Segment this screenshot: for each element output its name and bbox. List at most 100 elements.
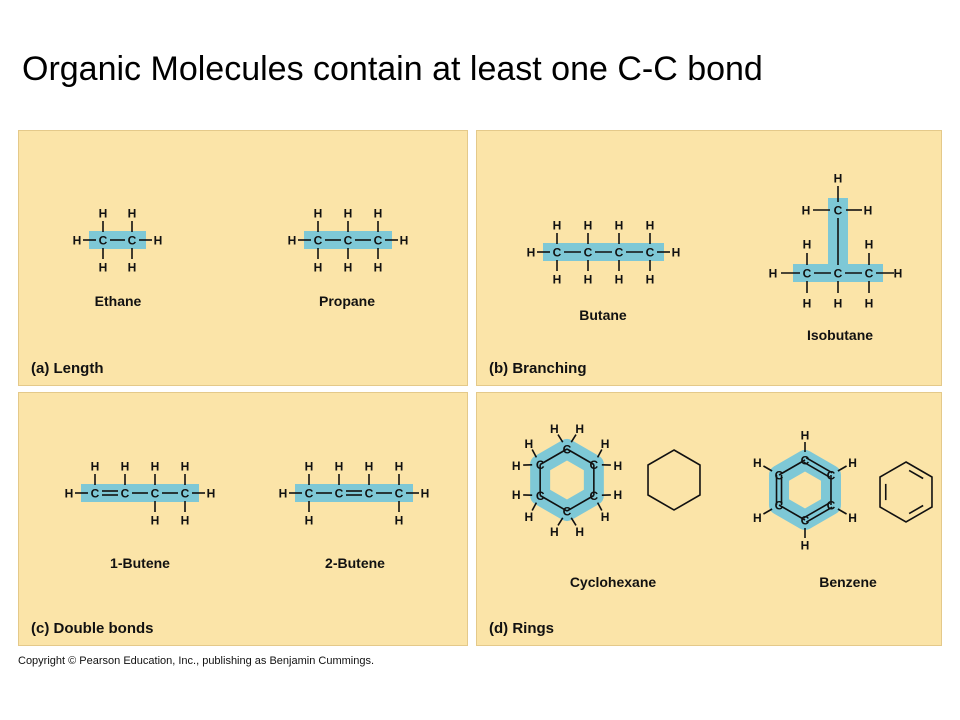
molecule-label-isobutane: Isobutane (807, 327, 873, 343)
panel-branching: (b) Branching (476, 130, 942, 386)
hydrogen-atom: H (151, 514, 160, 528)
hydrogen-atom: H (615, 273, 624, 287)
carbon-atom: C (865, 267, 874, 281)
bond-line (763, 508, 773, 515)
bond-line (837, 508, 847, 515)
ring-bond-line (566, 448, 595, 466)
copyright-credit: Copyright © Pearson Education, Inc., pub… (18, 655, 375, 667)
hydrogen-atom: H (365, 460, 374, 474)
carbon-atom: C (827, 499, 836, 513)
ring-highlight (769, 450, 841, 530)
hydrogen-atom: H (550, 525, 559, 539)
bond-line (557, 517, 564, 526)
bond-line (570, 517, 577, 526)
bond-line (531, 502, 538, 511)
hydrogen-atom: H (305, 460, 314, 474)
hydrogen-atom: H (207, 487, 216, 501)
double-bond-line (805, 457, 833, 474)
carbon-atom: C (395, 487, 404, 501)
carbon-atom: C (91, 487, 100, 501)
hydrogen-atom: H (181, 460, 190, 474)
panel-caption-rings: (d) Rings (489, 620, 554, 637)
molecule-label-benzene: Benzene (819, 574, 877, 590)
carbon-atom: C (374, 234, 383, 248)
hydrogen-atom: H (865, 238, 874, 252)
hydrogen-atom: H (553, 219, 562, 233)
hydrogen-atom: H (99, 207, 108, 221)
hydrogen-atom: H (848, 511, 857, 525)
hydrogen-atom: H (575, 422, 584, 436)
hydrogen-atom: H (584, 219, 593, 233)
hydrogen-atom: H (753, 456, 762, 470)
panel-double-bonds: (c) Double bonds (18, 392, 468, 646)
carbon-atom: C (834, 204, 843, 218)
hydrogen-atom: H (99, 261, 108, 275)
benzene-inner-bond-line (908, 504, 924, 515)
hydrogen-atom: H (865, 297, 874, 311)
carbon-atom: C (344, 234, 353, 248)
panel-length: (a) Length (18, 130, 468, 386)
hydrogen-atom: H (65, 487, 74, 501)
hydrogen-atom: H (834, 172, 843, 186)
carbon-atom: C (128, 234, 137, 248)
bond-line (531, 449, 538, 458)
hydrogen-atom: H (395, 514, 404, 528)
benzene-inner-bond-line (908, 469, 924, 480)
hydrogen-atom: H (803, 297, 812, 311)
double-bond-line (803, 461, 831, 478)
hydrogen-atom: H (279, 487, 288, 501)
hydrogen-atom: H (395, 460, 404, 474)
chain-highlight (793, 264, 883, 282)
carbon-atom: C (803, 267, 812, 281)
molecule-label-ethane: Ethane (95, 293, 142, 309)
hydrogen-atom: H (374, 207, 383, 221)
hydrogen-atom: H (769, 267, 778, 281)
bond-line (570, 434, 577, 443)
bond-line (763, 465, 773, 472)
hydrogen-atom: H (601, 510, 610, 524)
carbon-atom: C (801, 514, 810, 528)
panel-rings: (d) Rings (476, 392, 942, 646)
slide-title: Organic Molecules contain at least one C… (22, 50, 763, 88)
hydrogen-atom: H (753, 511, 762, 525)
ring-bond-line (778, 459, 806, 476)
hydrogen-atom: H (335, 460, 344, 474)
hydrogen-atom: H (646, 219, 655, 233)
hydrogen-atom: H (154, 234, 163, 248)
hydrogen-atom: H (128, 261, 137, 275)
panel-caption-length: (a) Length (31, 360, 104, 377)
carbon-atom: C (834, 267, 843, 281)
double-bond-line (805, 506, 833, 523)
hydrogen-atom: H (801, 429, 810, 443)
ring-bond-line (566, 494, 595, 512)
chain-highlight (295, 484, 413, 502)
chain-highlight (304, 231, 392, 249)
carbon-atom: C (536, 458, 545, 472)
molecule-label-cyclohexane: Cyclohexane (570, 574, 657, 590)
hydrogen-atom: H (864, 204, 873, 218)
hydrogen-atom: H (527, 246, 536, 260)
hydrogen-atom: H (525, 437, 534, 451)
hydrogen-atom: H (305, 514, 314, 528)
bond-line (596, 502, 603, 511)
hydrogen-atom: H (121, 460, 130, 474)
carbon-atom: C (181, 487, 190, 501)
hydrogen-atom: H (91, 460, 100, 474)
hydrogen-atom: H (344, 261, 353, 275)
carbon-atom: C (615, 246, 624, 260)
carbon-atom: C (365, 487, 374, 501)
hydrogen-atom: H (848, 456, 857, 470)
hydrogen-atom: H (400, 234, 409, 248)
carbon-atom: C (314, 234, 323, 248)
carbon-atom: C (646, 246, 655, 260)
hydrogen-atom: H (584, 273, 593, 287)
carbon-atom: C (553, 246, 562, 260)
hydrogen-atom: H (128, 207, 137, 221)
hydrogen-atom: H (512, 488, 521, 502)
hydrogen-atom: H (344, 207, 353, 221)
hydrogen-atom: H (151, 460, 160, 474)
hydrogen-atom: H (314, 261, 323, 275)
carbon-atom: C (536, 489, 545, 503)
carbon-atom: C (590, 489, 599, 503)
hydrogen-atom: H (802, 204, 811, 218)
